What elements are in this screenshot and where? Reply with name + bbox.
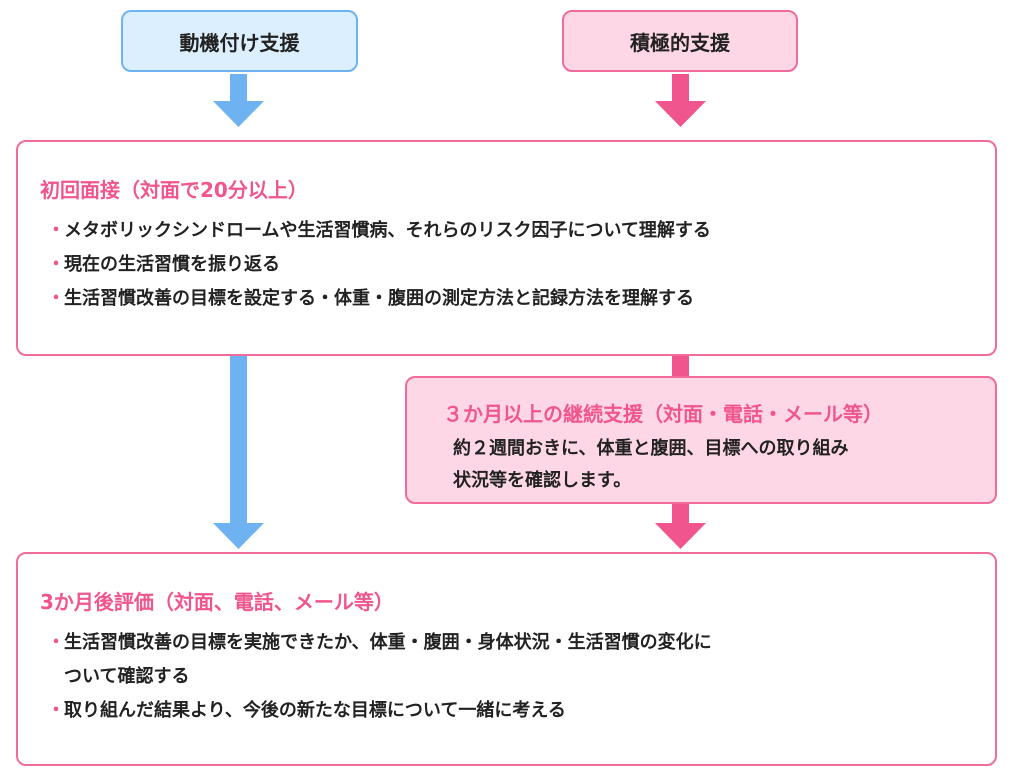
list-item: ・ 生活習慣改善の目標を実施できたか、体重・腹囲・身体状況・生活習慣の変化に つ… [44, 626, 712, 694]
list-item: ・ メタボリックシンドロームや生活習慣病、それらのリスク因子について理解する [44, 214, 711, 248]
three-month-evaluation-panel: 3か月後評価（対面、電話、メール等） ・ 生活習慣改善の目標を実施できたか、体重… [16, 552, 997, 766]
continuous-support-panel: ３か月以上の継続支援（対面・電話・メール等） 約２週間おきに、体重と腹囲、目標へ… [405, 376, 997, 504]
arrow-motivation-to-initial [213, 74, 264, 127]
motivation-support-label: 動機付け支援 [179, 30, 300, 55]
bullet-dot-icon: ・ [47, 254, 65, 275]
initial-interview-panel: 初回面接（対面で20分以上） ・ メタボリックシンドロームや生活習慣病、それらの… [16, 140, 997, 356]
list-item-text: 生活習慣改善の目標を設定する・体重・腹囲の測定方法と記録方法を理解する [64, 288, 694, 309]
list-item-text: 現在の生活習慣を振り返る [64, 254, 280, 275]
arrow-initial-to-evaluation [213, 356, 264, 549]
initial-interview-list: ・ メタボリックシンドロームや生活習慣病、それらのリスク因子について理解する ・… [44, 214, 711, 316]
list-item-text-continuation: ついて確認する [64, 666, 190, 687]
evaluation-list: ・ 生活習慣改善の目標を実施できたか、体重・腹囲・身体状況・生活習慣の変化に つ… [44, 626, 712, 728]
active-support-label: 積極的支援 [630, 30, 730, 55]
list-item: ・ 取り組んだ結果より、今後の新たな目標について一緒に考える [44, 694, 712, 728]
list-item-text: 取り組んだ結果より、今後の新たな目標について一緒に考える [64, 700, 566, 721]
list-item-text: 生活習慣改善の目標を実施できたか、体重・腹囲・身体状況・生活習慣の変化に [64, 632, 712, 653]
arrow-initial-to-continuous [672, 354, 689, 378]
bullet-dot-icon: ・ [47, 288, 65, 309]
list-item-text: メタボリックシンドロームや生活習慣病、それらのリスク因子について理解する [64, 220, 711, 241]
arrow-continuous-to-evaluation [655, 503, 706, 549]
bullet-dot-icon: ・ [47, 220, 65, 241]
bullet-dot-icon: ・ [47, 700, 65, 721]
continuous-support-title: ３か月以上の継続支援（対面・電話・メール等） [443, 402, 883, 426]
list-item: ・ 現在の生活習慣を振り返る [44, 248, 711, 282]
bullet-dot-icon: ・ [47, 632, 65, 653]
initial-interview-title: 初回面接（対面で20分以上） [40, 178, 308, 202]
continuous-support-line-1: 約２週間おきに、体重と腹囲、目標への取り組み [453, 438, 849, 459]
active-support-box: 積極的支援 [562, 10, 798, 72]
motivation-support-box: 動機付け支援 [121, 10, 358, 72]
list-item: ・ 生活習慣改善の目標を設定する・体重・腹囲の測定方法と記録方法を理解する [44, 282, 711, 316]
evaluation-title: 3か月後評価（対面、電話、メール等） [40, 590, 394, 614]
arrow-active-to-initial [655, 74, 706, 127]
continuous-support-line-2: 状況等を確認します。 [453, 470, 632, 491]
